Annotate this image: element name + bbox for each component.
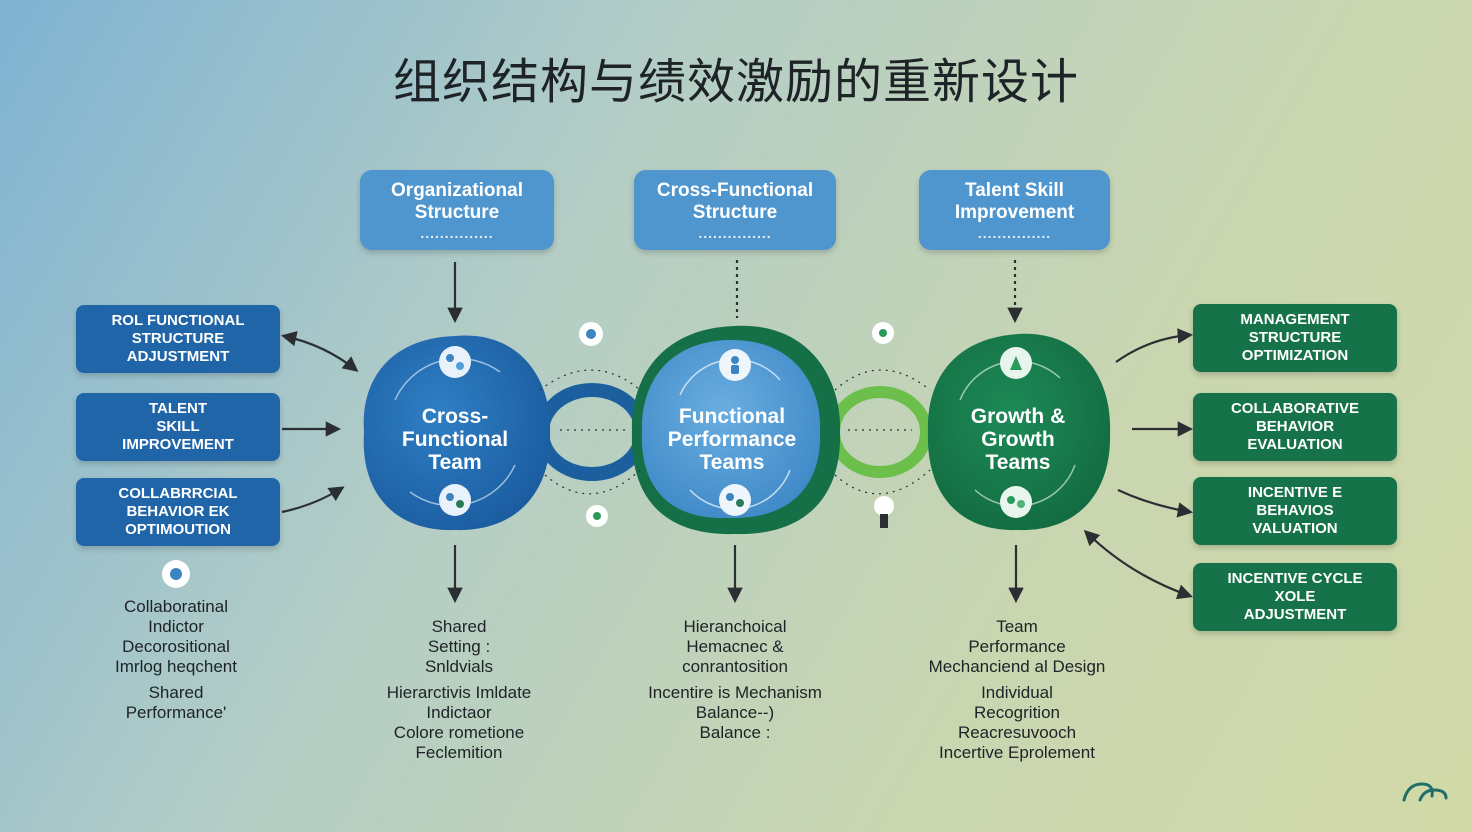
circle-label-cross-functional-team: Cross- Functional Team: [401, 405, 509, 474]
left-text-block: Collaboratinal Indictor Decorositional I…: [96, 597, 256, 723]
lightbulb-icon: [874, 496, 894, 528]
group-icon: [719, 484, 751, 516]
arrows: [280, 260, 1194, 604]
growth-icon: [1000, 347, 1032, 379]
bottom-text-block-3: Team Performance Mechanciend al Design I…: [907, 617, 1127, 763]
text-line: Mechanciend al Design: [928, 657, 1106, 676]
circle-functional-performance-teams: [631, 325, 841, 535]
right-box-incentive-valuation: INCENTIVE E BEHAVIOS VALUATION: [1193, 477, 1397, 545]
text-line: conrantosition: [682, 657, 788, 676]
page-title: 组织结构与绩效激励的重新设计: [392, 54, 1079, 110]
dotted-arcs: [539, 369, 931, 495]
brand-logo-icon: [1402, 782, 1448, 802]
top-box-label-line2: Structure: [414, 202, 500, 223]
text-line: Incentire is Mechanism: [648, 683, 822, 702]
team-icon: [439, 346, 471, 378]
top-box-organizational-structure: Organizational Structure ...............: [360, 170, 554, 250]
text-line: Shared: [431, 617, 487, 636]
top-box-cross-functional-structure: Cross-Functional Structure .............…: [634, 170, 836, 250]
right-box-collaborative-evaluation: COLLABORATIVE BEHAVIOR EVALUATION: [1193, 393, 1397, 461]
leaf-icon: [1000, 486, 1032, 518]
network-icon: [439, 484, 471, 516]
text-line: Feclemition: [415, 743, 503, 762]
circle-label-functional-performance-teams: Functional Performance Teams: [667, 405, 797, 474]
left-box-collaborative-behavior: COLLABRRCIAL BEHAVIOR EK OPTIMOUTION: [76, 478, 280, 546]
bottom-text-block-1: Shared Setting : Snldvials Hierarctivis …: [359, 617, 559, 763]
text-line: Decorositional: [122, 637, 230, 656]
top-box-dots: ...............: [977, 225, 1052, 241]
text-line: Setting :: [427, 637, 491, 656]
text-line: Team: [996, 617, 1038, 636]
top-box-label-line1: Cross-Functional: [656, 180, 814, 201]
text-line: Performance': [125, 703, 227, 722]
text-line: Hieranchoical: [683, 617, 787, 636]
top-box-label-line1: Organizational: [391, 180, 523, 201]
text-line: Indictor: [148, 617, 204, 636]
text-line: Recogrition: [974, 703, 1060, 722]
text-line: Reacresuvooch: [957, 723, 1077, 742]
right-box-management-structure: MANAGEMENT STRUCTURE OPTIMIZATION: [1193, 304, 1397, 372]
small-node-icon: [586, 505, 608, 527]
text-line: Balance :: [699, 723, 771, 742]
text-line: Imrlog heqchent: [115, 657, 237, 676]
top-box-label-line1: Talent Skill: [965, 180, 1064, 201]
bottom-text-block-2: Hieranchoical Hemacnec & conrantosition …: [630, 617, 840, 743]
text-line: Individual: [981, 683, 1053, 702]
text-line: Performance: [968, 637, 1066, 656]
circle-label-growth-teams: Growth & Growth Teams: [970, 405, 1066, 474]
top-box-dots: ...............: [698, 225, 772, 241]
text-line: Hemacnec &: [686, 637, 784, 656]
text-line: Snldvials: [424, 657, 494, 676]
small-node-icon: [162, 560, 190, 588]
top-box-label-line2: Improvement: [954, 202, 1075, 223]
text-line: Shared: [148, 683, 204, 702]
small-node-icon: [579, 322, 603, 346]
top-box-label-line2: Structure: [692, 202, 778, 223]
text-line: Indictaor: [426, 703, 492, 722]
text-line: Colore rometione: [393, 723, 525, 742]
top-box-dots: ...............: [420, 225, 494, 241]
top-box-talent-skill-improvement: Talent Skill Improvement ...............: [919, 170, 1110, 250]
text-line: Incertive Eprolement: [939, 743, 1095, 762]
connector-ring-right: [828, 386, 932, 478]
text-line: Balance--): [695, 703, 775, 722]
text-line: Hierarctivis Imldate: [386, 683, 532, 702]
text-line: Collaboratinal: [124, 597, 228, 616]
left-box-talent-skill-improvement: TALENT SKILL IMPROVEMENT: [76, 393, 280, 461]
connector-ring-left: [535, 383, 649, 481]
small-node-icon: [872, 322, 894, 344]
right-box-incentive-cycle: INCENTIVE CYCLE XOLE ADJUSTMENT: [1193, 563, 1397, 631]
person-icon: [719, 349, 751, 381]
left-box-role-functional-structure: ROL FUNCTIONAL STRUCTURE ADJUSTMENT: [76, 305, 280, 373]
